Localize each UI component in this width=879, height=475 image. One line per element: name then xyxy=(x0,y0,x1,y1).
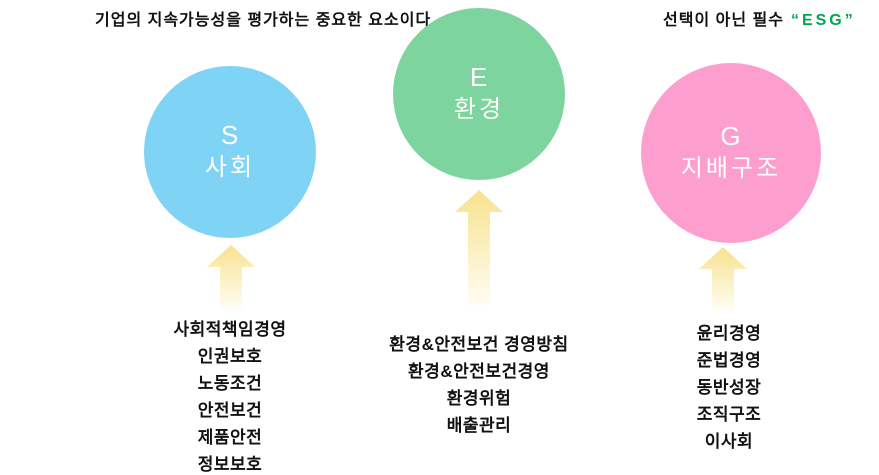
social-items-list: 사회적책임경영 인권보호 노동조건 안전보건 제품안전 정보보호 xyxy=(100,316,360,475)
circle-governance-name: 지배구조 xyxy=(680,155,782,182)
list-item: 환경&안전보건 경영방침 xyxy=(389,335,569,354)
circle-governance: G 지배구조 xyxy=(641,63,821,243)
heading-sustainability: 기업의 지속가능성을 평가하는 중요한 요소이다 xyxy=(95,12,432,29)
up-arrow-icon xyxy=(699,247,747,310)
list-item: 인권보호 xyxy=(197,347,263,366)
list-item: 정보보호 xyxy=(197,455,263,474)
list-item: 윤리경영 xyxy=(696,324,762,343)
up-arrow-icon xyxy=(207,245,255,308)
list-item: 조직구조 xyxy=(696,405,762,424)
circle-social-name: 사회 xyxy=(204,154,256,181)
list-item: 준법경영 xyxy=(696,351,762,370)
circle-social-letter: S xyxy=(220,120,240,150)
list-item: 제품안전 xyxy=(197,428,263,447)
governance-items-list: 윤리경영 준법경영 동반성장 조직구조 이사회 xyxy=(599,320,859,455)
heading-esg-required: 선택이 아닌 필수 “ESG” xyxy=(663,6,856,30)
circle-environment-name: 환경 xyxy=(453,96,505,123)
list-item: 안전보건 xyxy=(197,401,263,420)
circle-environment-letter: E xyxy=(469,62,489,92)
esg-highlight: “ESG” xyxy=(790,12,856,29)
up-arrow-icon xyxy=(455,190,503,305)
list-item: 동반성장 xyxy=(696,378,762,397)
circle-governance-letter: G xyxy=(720,121,742,151)
list-item: 환경&안전보건경영 xyxy=(408,362,550,381)
circle-social: S 사회 xyxy=(144,66,316,238)
circle-environment: E 환경 xyxy=(393,8,565,180)
list-item: 이사회 xyxy=(704,432,754,451)
heading-esg-required-text: 선택이 아닌 필수 xyxy=(663,12,784,29)
list-item: 배출관리 xyxy=(446,416,512,435)
environment-items-list: 환경&안전보건 경영방침 환경&안전보건경영 환경위험 배출관리 xyxy=(349,331,609,439)
list-item: 사회적책임경영 xyxy=(173,320,287,339)
list-item: 노동조건 xyxy=(197,374,263,393)
list-item: 환경위험 xyxy=(446,389,512,408)
